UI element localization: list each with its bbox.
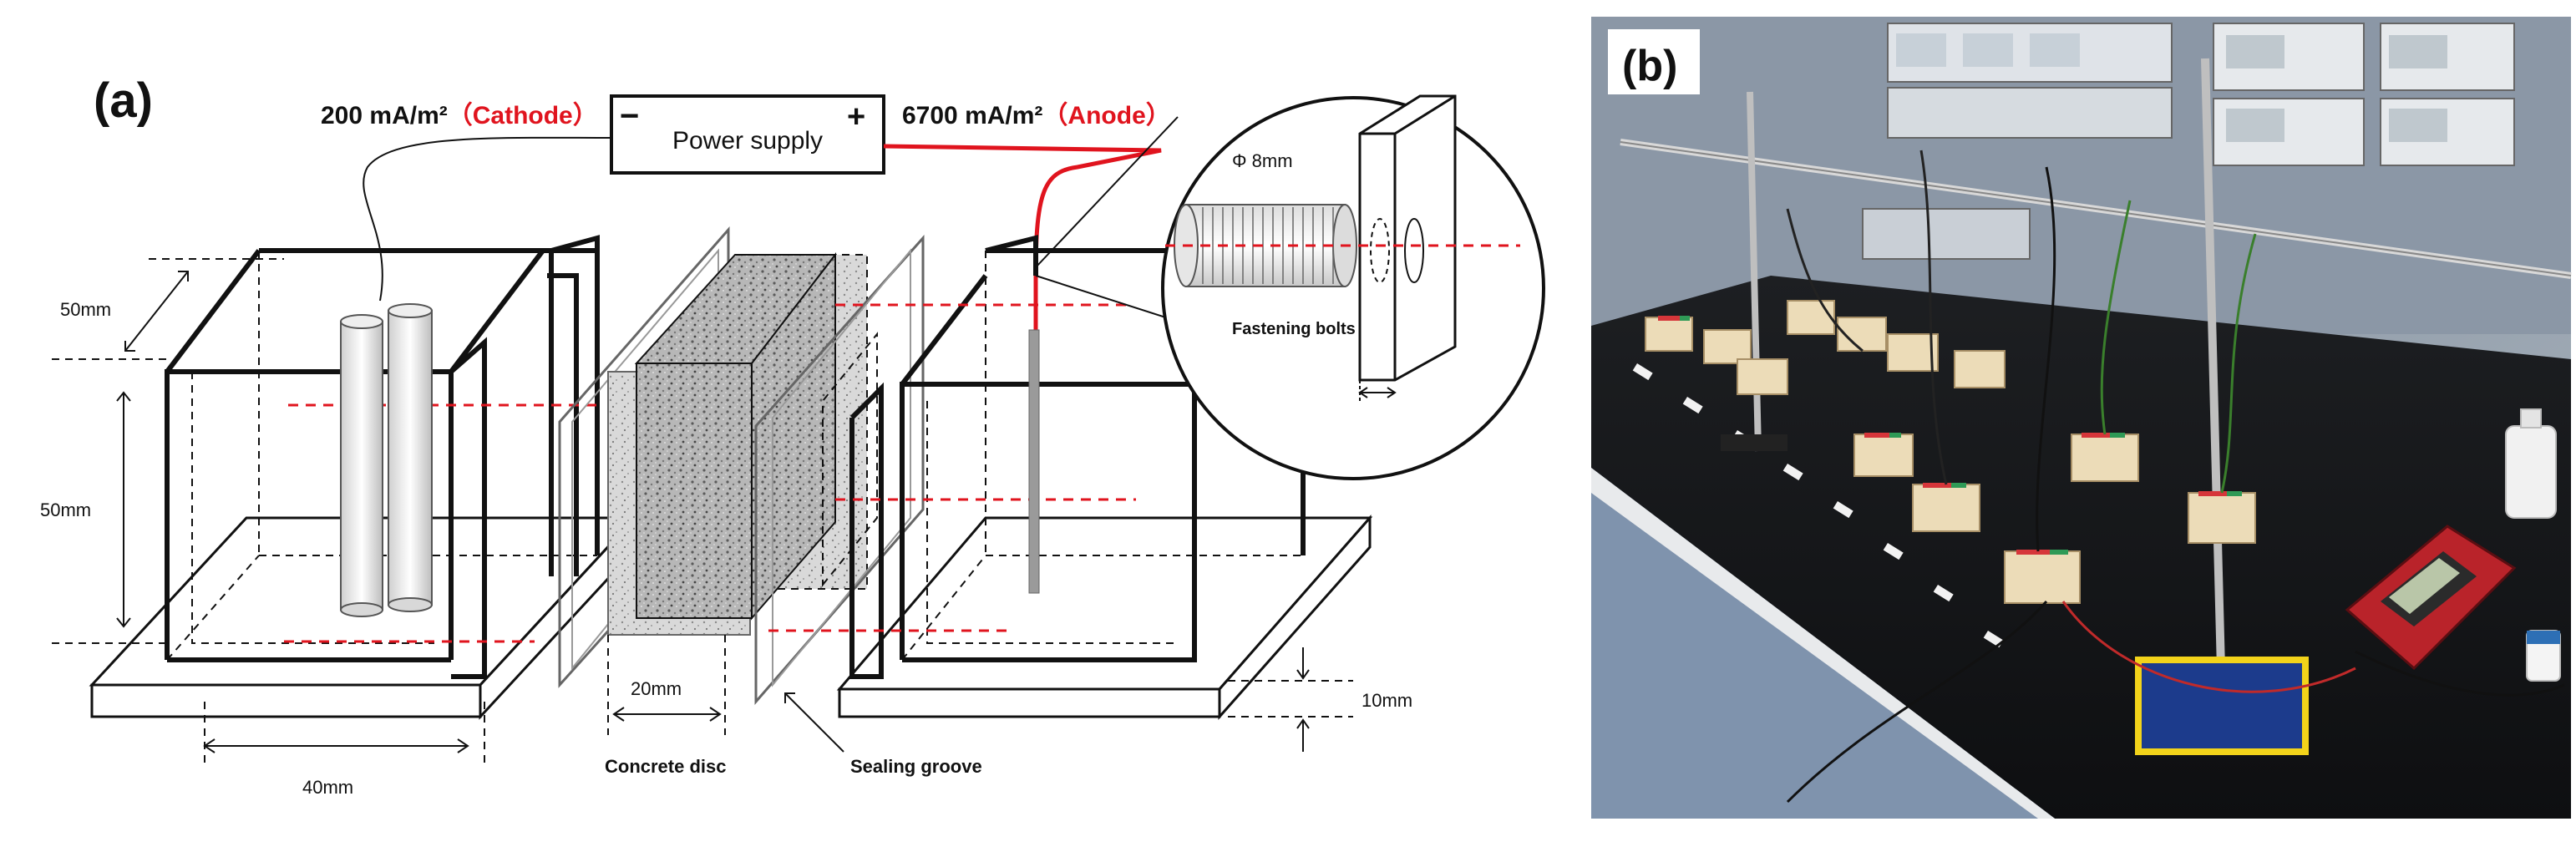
dim-length: 40mm — [302, 777, 353, 798]
dim-width-top: 50mm — [60, 299, 111, 320]
cathode-open-paren: （ — [448, 101, 473, 129]
cathode-name: Cathode — [473, 102, 573, 129]
dimensions: 50mm 50mm 40mm 20mm — [40, 258, 1412, 798]
dim-height: 50mm — [40, 500, 91, 520]
concrete-disc-label: Concrete disc — [605, 756, 727, 777]
power-supply: − + Power supply — [610, 94, 885, 175]
dim-base-thickness: 10mm — [1362, 690, 1412, 711]
left-cell — [89, 235, 638, 720]
dim-disc-thickness: 20mm — [631, 678, 682, 699]
cathode-rods — [340, 303, 433, 617]
anode-name: Anode — [1067, 102, 1145, 129]
anode-label: 6700 mA/m²（Anode） — [902, 101, 1171, 129]
fastening-bolt-inset: Φ 8mm — [1161, 94, 1545, 480]
panel-b: (b) — [1591, 17, 2572, 819]
anode-rod — [1028, 329, 1040, 594]
lab-setup-photo — [1591, 17, 2572, 819]
fastening-bolts-label: Fastening bolts — [1232, 320, 1356, 338]
anode-close-paren: ） — [1146, 101, 1171, 129]
plate-icon — [1358, 94, 1457, 401]
right-cell — [768, 116, 1373, 720]
power-supply-label: Power supply — [672, 127, 823, 155]
svg-text:200 mA/m²（Cathode）: 200 mA/m²（Cathode） — [321, 101, 598, 129]
instrument-rack — [1862, 23, 2515, 260]
multimeter-icon — [2345, 525, 2517, 671]
concrete-disc-assembly — [558, 226, 925, 706]
panel-b-label: (b) — [1622, 42, 1677, 90]
test-cells — [1645, 300, 2256, 604]
bottle-icon — [2505, 408, 2561, 682]
power-supply-plus: + — [847, 99, 865, 134]
anode-open-paren: （ — [1042, 101, 1067, 129]
sealing-groove-label: Sealing groove — [850, 756, 982, 777]
bolt-diameter-label: Φ 8mm — [1232, 150, 1293, 171]
panel-a-label: (a) — [94, 74, 153, 128]
panel-b-label-box — [1608, 29, 1700, 94]
anode-current: 6700 mA/m² — [902, 102, 1042, 129]
cathode-label: 200 mA/m²（Cathode） — [321, 101, 598, 129]
cathode-current: 200 mA/m² — [321, 102, 448, 129]
cathode-wire — [363, 136, 612, 302]
power-supply-minus: − — [620, 98, 639, 134]
cathode-close-paren: ） — [573, 101, 598, 129]
panel-a: (a) − + Power supply 200 mA/m²（Cathode） … — [40, 74, 1545, 798]
svg-text:6700 mA/m²（Anode）: 6700 mA/m²（Anode） — [902, 101, 1171, 129]
